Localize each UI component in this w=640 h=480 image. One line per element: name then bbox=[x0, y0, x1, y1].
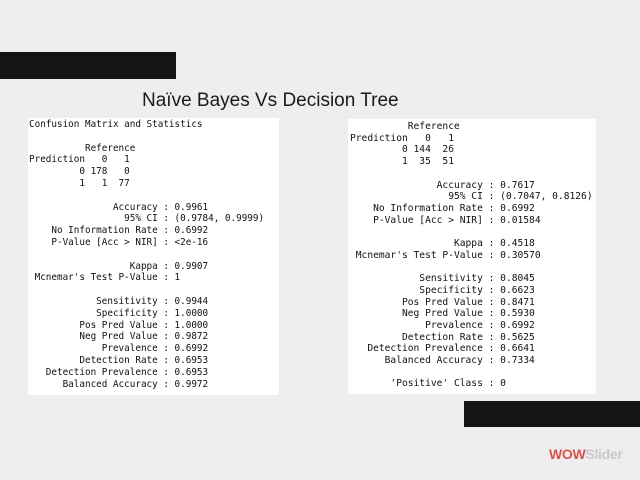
wowslider-logo: WOWSlider bbox=[549, 446, 623, 462]
decorative-bar-bottom-right bbox=[464, 401, 640, 427]
decision-tree-output-panel: Reference Prediction 0 1 0 144 26 1 35 5… bbox=[348, 119, 596, 394]
slide-title: Naïve Bayes Vs Decision Tree bbox=[142, 90, 399, 111]
logo-part-slider: Slider bbox=[585, 446, 623, 462]
logo-part-wow: WOW bbox=[549, 446, 586, 462]
decorative-bar-top-left bbox=[0, 52, 176, 79]
decision-tree-confusion-matrix-text: Reference Prediction 0 1 0 144 26 1 35 5… bbox=[350, 121, 593, 390]
naive-bayes-output-panel: Confusion Matrix and Statistics Referenc… bbox=[28, 118, 279, 395]
naive-bayes-confusion-matrix-text: Confusion Matrix and Statistics Referenc… bbox=[29, 119, 265, 390]
